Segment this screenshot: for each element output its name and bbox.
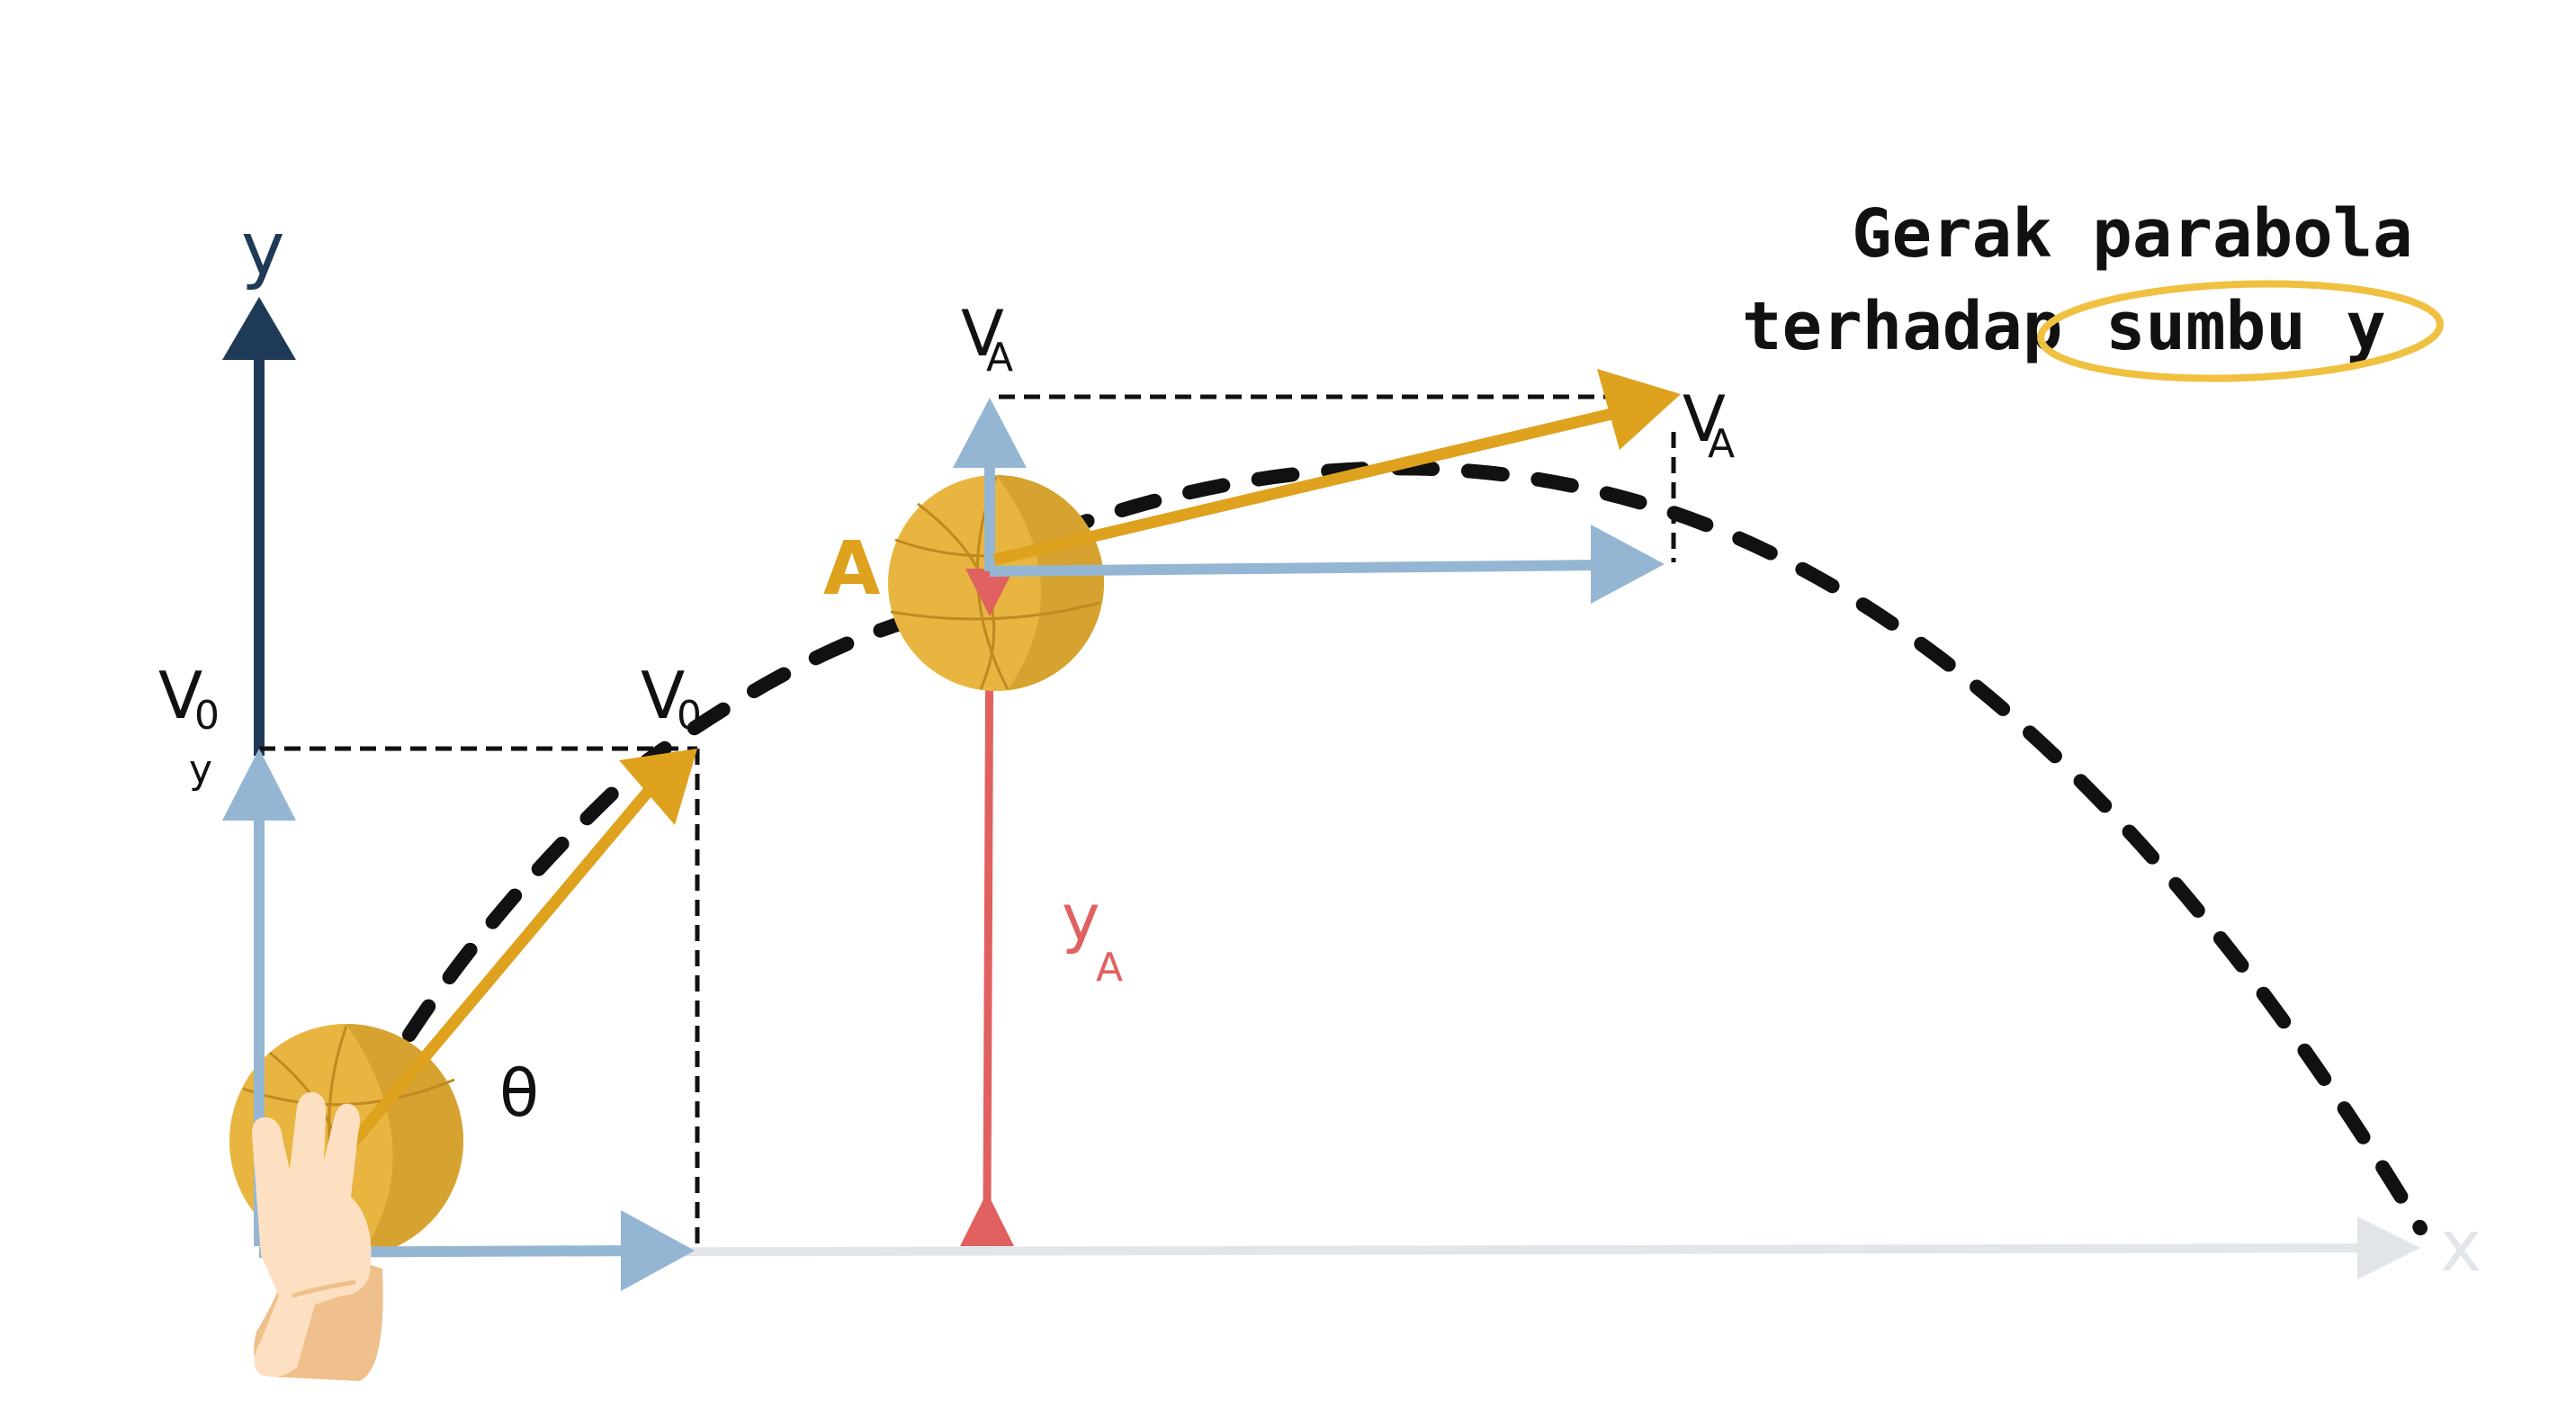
svg-text:A: A (1708, 421, 1735, 467)
svg-text:A: A (1096, 945, 1123, 991)
va-top-label: V A (961, 297, 1013, 381)
ya-height-line (960, 597, 1014, 1246)
svg-text:V: V (961, 297, 1004, 371)
y-axis-label: y (241, 207, 285, 292)
hand-icon (252, 1091, 383, 1381)
svg-text:y: y (189, 747, 212, 793)
svg-text:V: V (641, 658, 685, 733)
va-y-vector (953, 398, 1027, 571)
v0y-label: V 0 y (158, 658, 220, 793)
va-right-label: V A (1683, 382, 1735, 467)
va-vector (992, 369, 1681, 566)
svg-text:y: y (1062, 880, 1100, 956)
svg-text:V: V (1683, 382, 1726, 456)
svg-text:0: 0 (677, 693, 702, 739)
launch-dashed-guides (259, 746, 700, 1246)
highlight-circle (2037, 280, 2444, 382)
ya-label: y A (1062, 880, 1123, 991)
point-a-label: A (823, 526, 881, 612)
svg-text:A: A (986, 335, 1013, 381)
theta-label: θ (499, 1055, 539, 1131)
y-axis (222, 297, 296, 756)
v0-vector (345, 749, 697, 1152)
title-line-2-prefix: terhadap (1742, 288, 2062, 365)
point-a-dashed-guides (999, 394, 1676, 562)
ya-top-marker (965, 569, 1014, 616)
svg-text:0: 0 (194, 693, 220, 739)
va-x-vector (989, 525, 1665, 604)
v0-label: V 0 (641, 658, 702, 739)
x-axis (377, 1216, 2420, 1279)
x-axis-label: x (2440, 1207, 2482, 1288)
title-line-2-highlight: sumbu y (2105, 288, 2386, 365)
diagram-title: Gerak parabola terhadap sumbu y (1742, 195, 2444, 382)
svg-text:V: V (158, 658, 202, 733)
trajectory-path (402, 461, 2428, 1235)
title-line-1: Gerak parabola (1852, 195, 2413, 273)
